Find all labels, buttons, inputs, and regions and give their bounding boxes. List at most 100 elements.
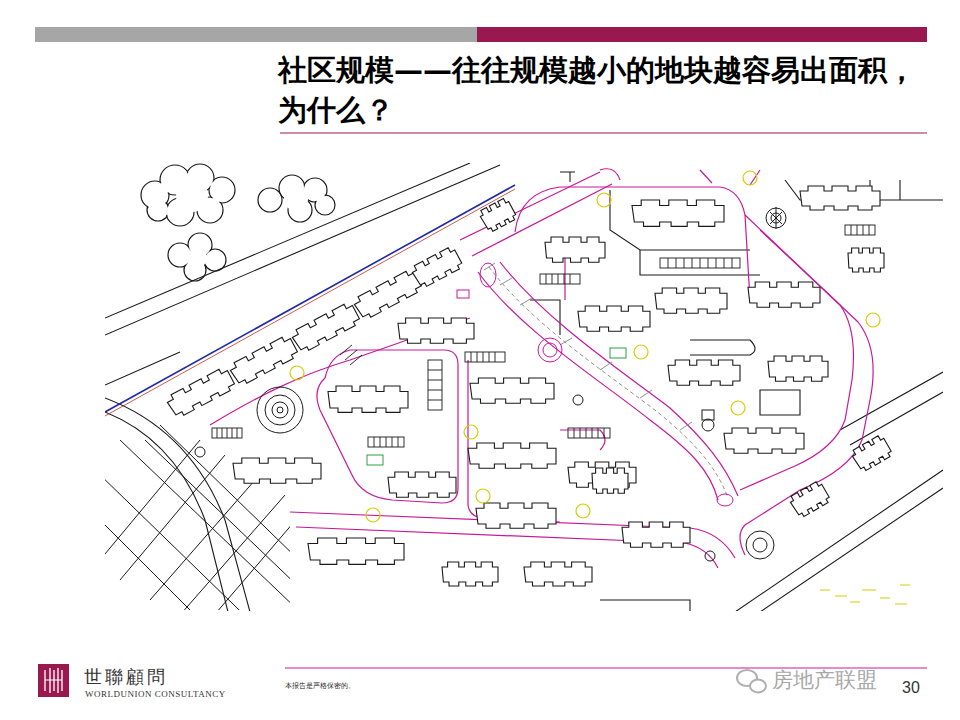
internal-roads — [564, 258, 565, 300]
internal-roads — [740, 230, 854, 490]
parking-stripes — [471, 352, 495, 362]
plaza-circles — [702, 419, 714, 431]
buildings — [592, 468, 628, 493]
buildings — [748, 282, 820, 307]
tree-fill — [316, 196, 334, 214]
buildings — [524, 562, 592, 586]
callout-circles — [597, 193, 611, 207]
buildings — [398, 318, 474, 343]
logo-name: 世聯顧問 — [84, 665, 168, 689]
parking-stripes — [668, 258, 732, 268]
internal-roads — [600, 169, 620, 180]
boundary-lines — [105, 185, 515, 412]
plaza-circles — [543, 343, 557, 357]
tree-clouds — [258, 188, 282, 212]
tree-fill — [142, 165, 334, 280]
boulevard — [480, 263, 496, 287]
callout-circles — [290, 171, 880, 522]
callout-circles — [743, 171, 757, 185]
buildings — [228, 334, 299, 387]
road-lines — [760, 390, 800, 415]
buildings — [668, 360, 740, 385]
watermark: 房地产联盟 — [772, 666, 877, 694]
buildings — [768, 356, 828, 381]
slide-title: 社区规模——往往规模越小的地块越容易出面积，为什么？ — [278, 50, 930, 130]
buildings — [470, 378, 554, 403]
buildings — [632, 200, 724, 226]
internal-roads — [700, 170, 760, 185]
header-bar — [477, 27, 927, 42]
parking-stripes — [212, 428, 242, 438]
plaza-circles — [573, 395, 583, 405]
plaza-circles — [265, 395, 295, 425]
header-bar — [280, 133, 927, 134]
road-lines — [760, 488, 943, 611]
tree-fill — [148, 200, 168, 220]
buildings — [352, 268, 423, 321]
road-lines — [105, 352, 180, 385]
plaza-circles — [195, 207, 786, 561]
road-lines — [600, 600, 690, 611]
buildings — [800, 186, 880, 210]
buildings — [165, 366, 236, 419]
buildings — [545, 237, 605, 262]
road-lines — [530, 300, 560, 335]
plaza-circles — [538, 338, 562, 362]
road-lines — [610, 190, 750, 250]
tree-fill — [205, 250, 225, 270]
page-number: 30 — [902, 679, 920, 697]
buildings — [788, 480, 831, 519]
plaza-circles — [702, 410, 714, 420]
dimension-marks — [820, 585, 910, 604]
internal-roads — [468, 360, 560, 522]
buildings — [388, 472, 456, 497]
footer — [45, 680, 62, 681]
plaza-circles — [457, 290, 469, 298]
grid-blocks — [105, 425, 290, 610]
plaza-circles — [705, 551, 715, 561]
plaza-circles — [753, 538, 767, 552]
header-bar — [35, 27, 477, 42]
footer — [38, 664, 69, 697]
plaza-circles — [257, 387, 303, 433]
tree-fill — [284, 187, 308, 211]
buildings — [410, 245, 464, 289]
tree-fill — [259, 189, 281, 211]
parking-stripes — [368, 437, 404, 447]
tree-fill — [187, 248, 207, 268]
logo-english: WORLDUNION CONSULTANCY — [85, 689, 226, 699]
callout-circles — [290, 366, 304, 380]
callout-circles — [866, 313, 880, 327]
road-lines — [640, 250, 760, 275]
buildings — [655, 288, 727, 313]
confidential-note: 本报告是严格保密的。 — [285, 681, 355, 691]
buildings — [724, 428, 804, 453]
buildings — [478, 197, 518, 233]
parking-stripes — [428, 360, 442, 410]
road-lines — [850, 392, 943, 445]
buildings — [233, 458, 321, 483]
callout-circles — [576, 504, 590, 518]
boundary-lines — [105, 189, 515, 416]
parking-stripes — [851, 225, 869, 235]
parking-stripes — [374, 437, 398, 447]
buildings — [622, 522, 690, 547]
callout-circles — [476, 489, 490, 503]
buildings — [165, 186, 893, 586]
road-lines — [105, 165, 500, 335]
plaza-circles — [277, 407, 283, 413]
tree-clouds — [141, 164, 335, 281]
parking-stripes — [212, 225, 875, 447]
parking-stripes — [428, 370, 442, 400]
parking-stripes — [217, 428, 237, 438]
callout-circles — [731, 401, 745, 415]
parking-stripes — [845, 225, 875, 235]
grid-blocks — [105, 425, 290, 610]
buildings — [476, 503, 556, 528]
parking-stripes — [340, 345, 362, 365]
callout-circles — [634, 345, 648, 359]
site-plan — [105, 163, 943, 611]
tree-fill — [176, 180, 208, 212]
callout-circles — [366, 508, 380, 522]
footer — [750, 680, 766, 693]
